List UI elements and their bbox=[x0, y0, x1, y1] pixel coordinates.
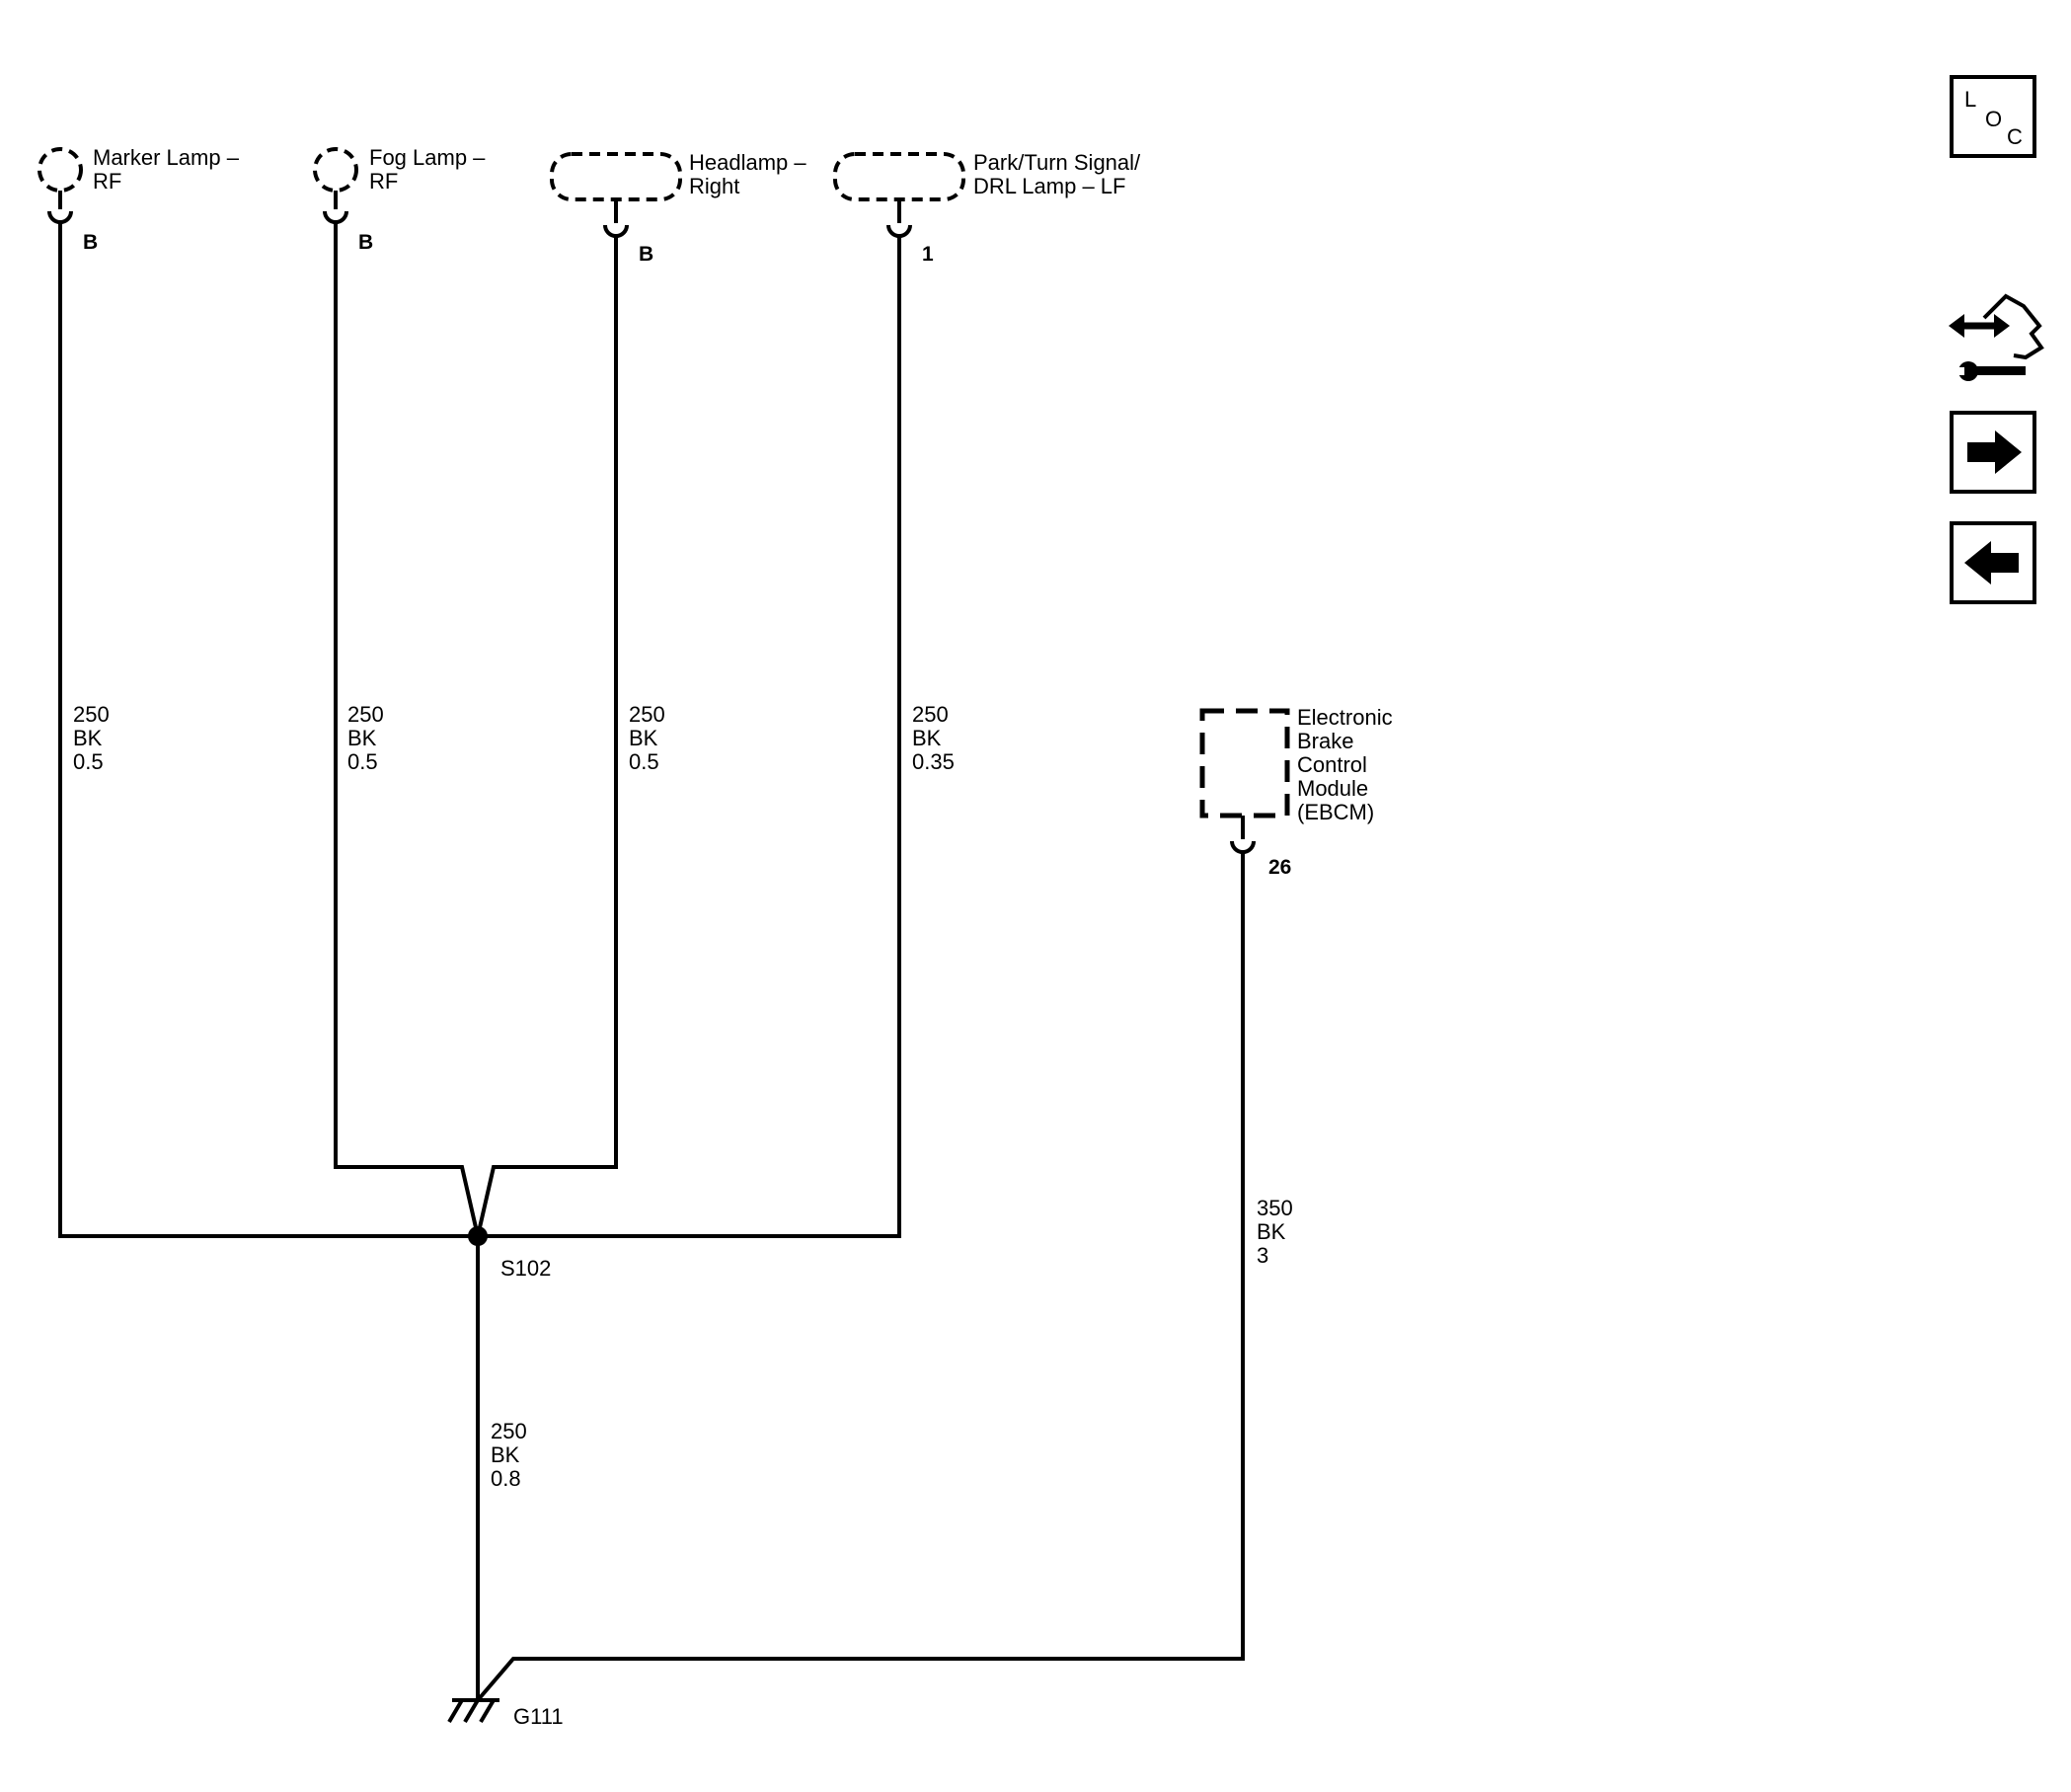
wire-ground-size: 0.8 bbox=[491, 1466, 521, 1491]
fog-lamp-label-1: Fog Lamp – bbox=[369, 145, 486, 170]
ebcm-symbol bbox=[1199, 708, 1290, 818]
wire-fog-size: 0.5 bbox=[347, 749, 378, 774]
fog-lamp-label-2: RF bbox=[369, 169, 398, 194]
wire-park-size: 0.35 bbox=[912, 749, 955, 774]
ebcm-label-4: Module bbox=[1297, 776, 1368, 801]
wire-ebcm-size: 3 bbox=[1257, 1243, 1268, 1268]
arrow-right-icon[interactable] bbox=[1950, 411, 2036, 494]
arrow-left-icon[interactable] bbox=[1950, 521, 2036, 604]
wire-marker bbox=[58, 222, 478, 1238]
loc-icon[interactable]: L O C bbox=[1950, 75, 2036, 158]
loc-icon-c: C bbox=[2007, 124, 2023, 149]
ebcm-label-2: Brake bbox=[1297, 729, 1353, 753]
headlamp-label-1: Headlamp – bbox=[689, 150, 806, 175]
loc-icon-o: O bbox=[1985, 107, 2002, 131]
marker-lamp-label-1: Marker Lamp – bbox=[93, 145, 240, 170]
headlamp-label-2: Right bbox=[689, 174, 739, 198]
ebcm-label-5: (EBCM) bbox=[1297, 800, 1374, 824]
fog-lamp-symbol bbox=[313, 147, 358, 193]
wire-ebcm bbox=[476, 852, 1245, 1702]
wire-ebcm-color: BK bbox=[1257, 1219, 1286, 1244]
marker-lamp-pin: B bbox=[83, 231, 98, 254]
marker-lamp-rf: Marker Lamp – RF B bbox=[38, 145, 240, 254]
splice-label: S102 bbox=[500, 1256, 551, 1281]
park-lamp-label-2: DRL Lamp – LF bbox=[973, 174, 1125, 198]
fog-lamp-rf: Fog Lamp – RF B bbox=[313, 145, 486, 254]
headlamp-pin: B bbox=[639, 243, 653, 266]
wire-park-circuit: 250 bbox=[912, 702, 949, 727]
wire-ebcm-circuit: 350 bbox=[1257, 1196, 1293, 1220]
wire-ground-circuit: 250 bbox=[491, 1419, 527, 1443]
ebcm-module: Electronic Brake Control Module (EBCM) 2… bbox=[1199, 705, 1393, 879]
wire-marker-circuit: 250 bbox=[73, 702, 110, 727]
wire-fog-color: BK bbox=[347, 726, 377, 750]
splice-dot bbox=[468, 1226, 488, 1246]
park-lamp-label-1: Park/Turn Signal/ bbox=[973, 150, 1141, 175]
marker-lamp-label-2: RF bbox=[93, 169, 121, 194]
ground-label: G111 bbox=[513, 1704, 564, 1729]
wire-marker-size: 0.5 bbox=[73, 749, 104, 774]
hand-wrench-icon[interactable] bbox=[1949, 293, 2044, 381]
park-turn-drl-lamp-lf: Park/Turn Signal/ DRL Lamp – LF 1 bbox=[833, 150, 1141, 266]
headlamp-symbol bbox=[550, 152, 682, 201]
ebcm-label-1: Electronic bbox=[1297, 705, 1393, 730]
ground-g111: G111 bbox=[447, 1698, 564, 1729]
marker-lamp-symbol bbox=[38, 147, 83, 193]
wire-park-color: BK bbox=[912, 726, 942, 750]
park-lamp-symbol bbox=[833, 152, 965, 201]
wire-park bbox=[478, 236, 901, 1238]
wire-marker-color: BK bbox=[73, 726, 103, 750]
wire-fog bbox=[334, 222, 480, 1237]
wire-fog-circuit: 250 bbox=[347, 702, 384, 727]
wire-headlamp-circuit: 250 bbox=[629, 702, 665, 727]
park-lamp-pin: 1 bbox=[922, 243, 934, 266]
wire-headlamp-color: BK bbox=[629, 726, 658, 750]
headlamp-right: Headlamp – Right B bbox=[550, 150, 806, 266]
wire-headlamp bbox=[476, 236, 618, 1237]
loc-icon-l: L bbox=[1964, 87, 1976, 112]
splice-s102: S102 bbox=[468, 1226, 551, 1281]
wires bbox=[58, 222, 1245, 1702]
wire-labels: 250 BK 0.5 250 BK 0.5 250 BK 0.5 250 BK … bbox=[73, 702, 1293, 1491]
ebcm-pin: 26 bbox=[1268, 856, 1291, 879]
wire-ground-color: BK bbox=[491, 1442, 520, 1467]
wire-headlamp-size: 0.5 bbox=[629, 749, 659, 774]
ebcm-label-3: Control bbox=[1297, 752, 1367, 777]
fog-lamp-pin: B bbox=[358, 231, 373, 254]
